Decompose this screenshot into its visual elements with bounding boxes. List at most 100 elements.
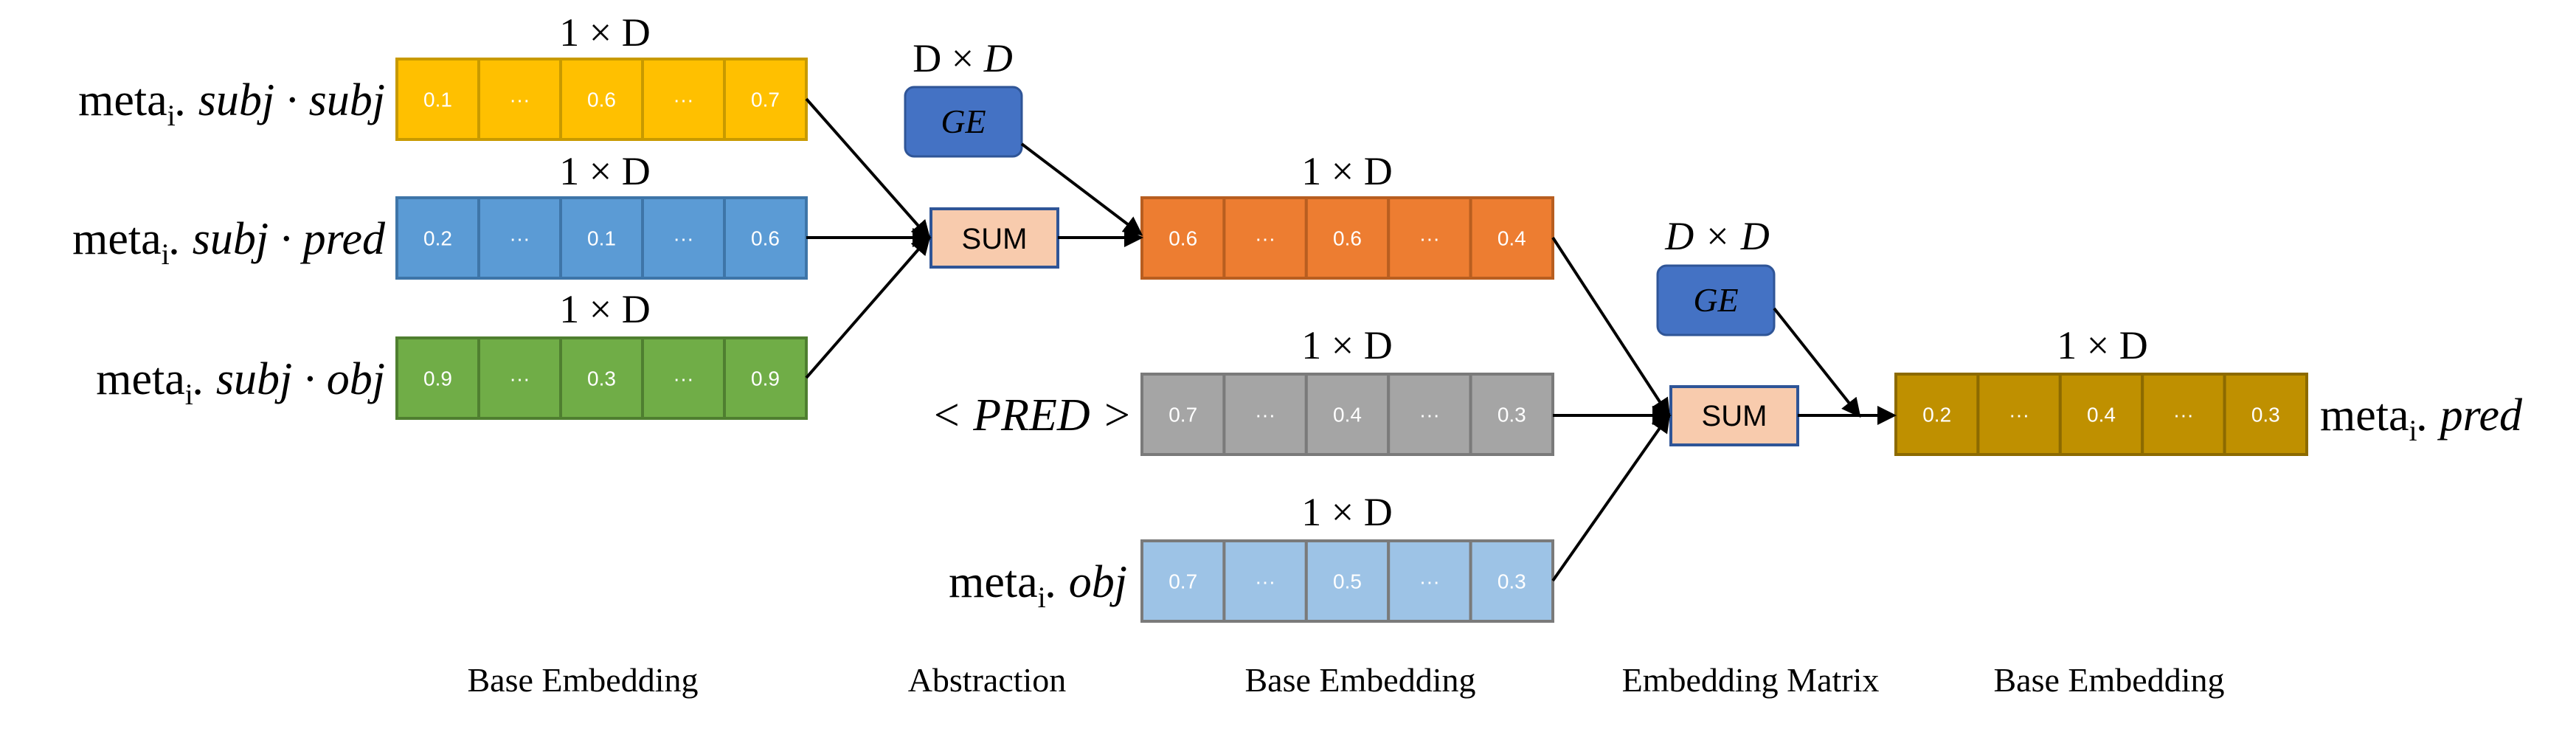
vector-subj-obj: 0.9 ··· 0.3 ··· 0.9 xyxy=(395,336,808,420)
vector-cell xyxy=(1140,373,1226,456)
dim-label-pred-tok: 1 × D xyxy=(1301,323,1392,367)
vector-cell-value: 0.7 xyxy=(751,89,780,111)
vector-cell xyxy=(641,196,726,280)
arrow-subj-obj-to-sum xyxy=(805,235,931,379)
vector-cell-value: 0.4 xyxy=(1333,404,1362,426)
sum-label-right: SUM xyxy=(1702,400,1767,432)
vector-cell xyxy=(1387,196,1472,280)
vector-cell-value: 0.3 xyxy=(1498,570,1526,593)
connections xyxy=(805,97,1897,582)
dim-label-mid: 1 × D xyxy=(1301,149,1392,193)
vector-cell-value: ··· xyxy=(1255,227,1275,250)
vector-cell-value: ··· xyxy=(1419,404,1440,426)
vector-cell-value: 0.3 xyxy=(587,367,616,390)
vector-cell xyxy=(2223,373,2309,456)
vector-cell-value: ··· xyxy=(2173,404,2194,426)
vector-pred-token: 0.7 ··· 0.4 ··· 0.3 xyxy=(1140,373,1554,456)
dim-label-out: 1 × D xyxy=(2057,323,2147,367)
vector-subj-subj: 0.1 ··· 0.6 ··· 0.7 xyxy=(395,58,808,141)
dim-label-subj-pred: 1 × D xyxy=(559,149,650,193)
label-obj: metai. obj xyxy=(949,557,1127,614)
caption-embedding-matrix: Embedding Matrix xyxy=(1622,661,1880,699)
vector-cell-value: 0.1 xyxy=(587,227,616,250)
vector-cell-value: 0.6 xyxy=(1333,227,1362,250)
vector-cell-value: ··· xyxy=(1419,570,1440,593)
vector-cell-value: 0.5 xyxy=(1333,570,1362,593)
arrow-ge2-to-sum2 xyxy=(1773,307,1861,418)
vector-cell-value: 0.3 xyxy=(2251,404,2280,426)
vector-cell-value: ··· xyxy=(674,367,694,390)
vector-cell xyxy=(1222,539,1308,623)
dim-label-subj-subj: 1 × D xyxy=(559,10,650,55)
vector-cell xyxy=(723,58,808,141)
arrow-mid-to-sum2 xyxy=(1551,236,1671,418)
vector-cell-value: ··· xyxy=(674,89,694,111)
vector-cell-value: 0.7 xyxy=(1168,570,1197,593)
vector-cell xyxy=(723,336,808,420)
caption-base-embedding-2: Base Embedding xyxy=(1245,661,1476,699)
vector-cell-value: ··· xyxy=(1419,227,1440,250)
dim-label-subj-obj: 1 × D xyxy=(559,287,650,331)
vector-subj-pred: 0.2 ··· 0.1 ··· 0.6 xyxy=(395,196,808,280)
vector-cell xyxy=(559,336,644,420)
vector-cell xyxy=(1304,373,1391,456)
vector-cell xyxy=(1469,373,1554,456)
vector-cell-value: 0.9 xyxy=(751,367,780,390)
vector-cell-value: 0.9 xyxy=(423,367,452,390)
caption-abstraction: Abstraction xyxy=(908,661,1067,699)
vector-cell xyxy=(559,58,644,141)
caption-base-embedding-1: Base Embedding xyxy=(468,661,699,699)
label-subj-obj: metai. subj · obj xyxy=(96,354,385,411)
arrow-ge-to-mid xyxy=(1020,142,1143,236)
vector-cell xyxy=(477,336,562,420)
vector-obj: 0.7 ··· 0.5 ··· 0.3 xyxy=(1140,539,1554,623)
label-subj-pred: metai. subj · pred xyxy=(72,214,386,271)
vector-cell-value: 0.4 xyxy=(2087,404,2116,426)
vector-cell-value: 0.6 xyxy=(587,89,616,111)
vector-cell xyxy=(1222,373,1308,456)
dim-label-ge-right: D × D xyxy=(1664,214,1769,258)
vector-out: 0.2 ··· 0.4 ··· 0.3 xyxy=(1894,373,2309,456)
ge-label-left: GE xyxy=(941,103,986,140)
dim-label-obj: 1 × D xyxy=(1301,490,1392,534)
vector-cell xyxy=(395,196,480,280)
dim-label-ge-left: D × D xyxy=(913,36,1012,80)
vector-cell-value: ··· xyxy=(510,367,530,390)
vector-cell-value: 0.6 xyxy=(1168,227,1197,250)
vector-cell xyxy=(1894,373,1980,456)
vector-cell xyxy=(2141,373,2226,456)
vector-cell-value: 0.6 xyxy=(751,227,780,250)
vector-cell xyxy=(559,196,644,280)
ge-box-left xyxy=(904,86,1023,158)
vector-cell xyxy=(395,58,480,141)
label-out: metai. pred xyxy=(2320,390,2523,447)
vector-cell-value: 0.1 xyxy=(423,89,452,111)
sum-label-left: SUM xyxy=(962,223,1028,255)
vector-cell-value: ··· xyxy=(510,89,530,111)
vector-cell-value: 0.7 xyxy=(1168,404,1197,426)
vector-cell-value: ··· xyxy=(510,227,530,250)
arrow-subj-subj-to-sum xyxy=(805,97,931,240)
vector-cell-value: ··· xyxy=(1255,404,1275,426)
vector-mid: 0.6 ··· 0.6 ··· 0.4 xyxy=(1140,196,1554,280)
vector-cell-value: 0.3 xyxy=(1498,404,1526,426)
ge-box-right xyxy=(1656,264,1776,336)
vector-cell-value: 0.4 xyxy=(1498,227,1526,250)
vector-cell-value: ··· xyxy=(674,227,694,250)
caption-base-embedding-3: Base Embedding xyxy=(1994,661,2225,699)
vector-cell-value: ··· xyxy=(2009,404,2029,426)
vector-cell xyxy=(723,196,808,280)
ge-label-right: GE xyxy=(1693,281,1738,319)
vector-cell xyxy=(1222,196,1308,280)
vector-cell-value: 0.2 xyxy=(1922,404,1951,426)
vector-cell xyxy=(477,196,562,280)
vector-cell-value: 0.2 xyxy=(423,227,452,250)
vector-cell xyxy=(1387,539,1472,623)
vector-cell xyxy=(477,58,562,141)
vector-cell-value: ··· xyxy=(1255,570,1275,593)
vector-cell xyxy=(641,336,726,420)
vector-cell xyxy=(1304,539,1391,623)
vector-cell xyxy=(1469,539,1554,623)
